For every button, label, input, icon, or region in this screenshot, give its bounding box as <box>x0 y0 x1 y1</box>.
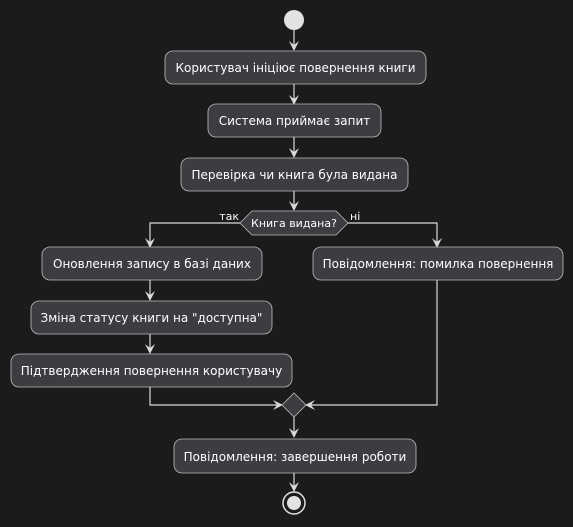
arrowhead <box>432 238 442 248</box>
action-change-status-label: Зміна статусу книги на "доступна" <box>41 311 263 325</box>
arrowhead <box>145 238 155 248</box>
action-check-label: Перевірка чи книга була видана <box>192 168 398 182</box>
action-accept: Система приймає запит <box>207 103 382 138</box>
action-change-status: Зміна статусу книги на "доступна" <box>30 300 273 335</box>
action-finish-label: Повідомлення: завершення роботи <box>184 450 407 464</box>
branch-no-label: ні <box>350 210 360 223</box>
action-update-db: Оновлення запису в базі даних <box>41 246 263 281</box>
arrowhead <box>273 400 283 410</box>
action-initiate-label: Користувач ініціює повернення книги <box>175 61 415 75</box>
edge-decision-yes <box>149 222 240 246</box>
arrowhead <box>289 148 299 158</box>
edges <box>145 30 442 492</box>
action-confirm-label: Підтвердження повернення користувачу <box>21 364 282 378</box>
edge-error-merge <box>308 280 438 406</box>
arrowhead <box>145 291 155 301</box>
arrowhead <box>305 400 315 410</box>
decision-book-issued: Книга видана? <box>239 210 349 236</box>
merge-node <box>281 392 307 418</box>
action-error: Повідомлення: помилка повернення <box>312 246 564 281</box>
action-error-label: Повідомлення: помилка повернення <box>323 257 554 271</box>
action-update-db-label: Оновлення запису в базі даних <box>53 257 251 271</box>
arrowhead <box>289 428 299 438</box>
edge-confirm-merge <box>149 387 280 406</box>
action-initiate: Користувач ініціює повернення книги <box>164 50 427 85</box>
action-accept-label: Система приймає запит <box>219 114 371 128</box>
decision-label: Книга видана? <box>251 217 337 230</box>
arrowhead <box>289 41 299 51</box>
action-confirm: Підтвердження повернення користувачу <box>10 353 293 388</box>
start-node <box>284 10 304 30</box>
end-node <box>282 491 306 515</box>
branch-yes-label: так <box>219 210 239 223</box>
arrowhead <box>289 201 299 211</box>
action-finish: Повідомлення: завершення роботи <box>173 438 417 474</box>
arrowhead <box>145 344 155 354</box>
edge-decision-no <box>348 222 438 246</box>
arrowhead <box>289 95 299 105</box>
action-check: Перевірка чи книга була видана <box>180 157 409 192</box>
arrowhead <box>289 482 299 492</box>
